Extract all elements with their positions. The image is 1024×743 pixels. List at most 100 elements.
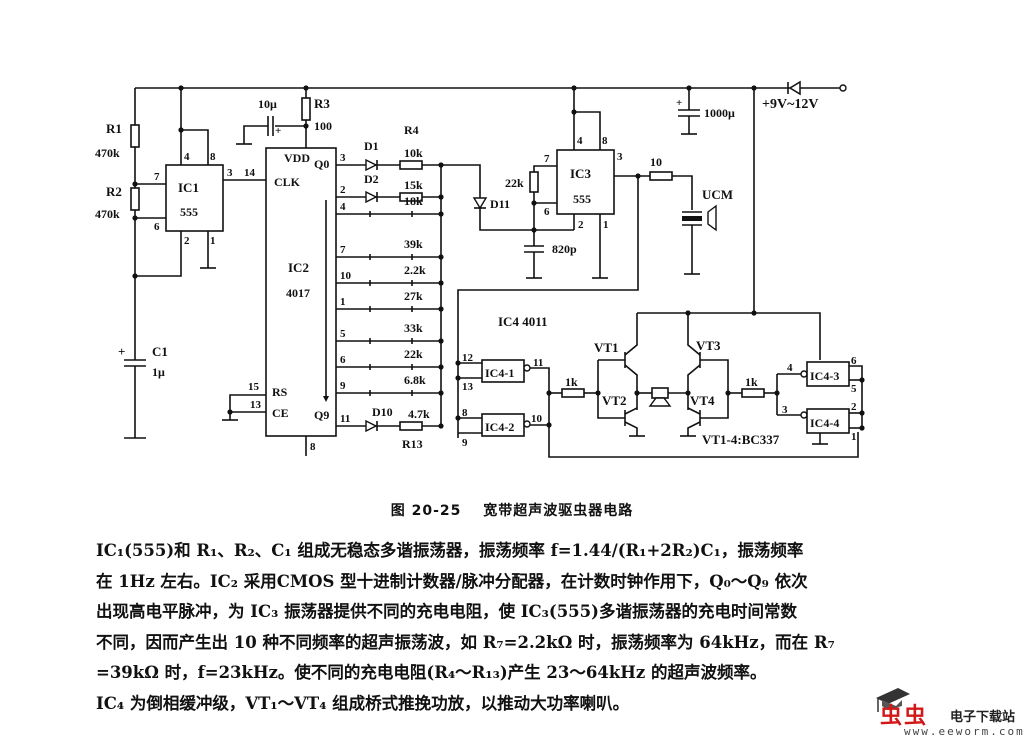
svg-text:15: 15 [248,381,260,393]
svg-text:14: 14 [244,167,256,179]
pin-label: 3 [340,152,346,164]
resistor-value: 15k [404,178,423,192]
transistor-note: VT1-4:BC337 [702,432,780,447]
text-line: IC₁(555)和 R₁、R₂、C₁ 组成无稳态多谐振荡器，振荡频率 f=1.4… [96,541,804,560]
description-text: IC₁(555)和 R₁、R₂、C₁ 组成无稳态多谐振荡器，振荡频率 f=1.4… [96,536,956,719]
resistor-10ohm [649,171,673,181]
svg-text:11: 11 [533,357,543,369]
svg-text:1k: 1k [565,375,578,389]
svg-text:IC4 4011: IC4 4011 [498,314,547,329]
svg-text:R3: R3 [314,96,330,111]
pin-label: 5 [340,328,346,340]
pin-label: 6 [340,354,346,366]
resistor-value: 39k [404,237,423,251]
svg-text:IC4-3: IC4-3 [810,369,839,383]
svg-text:7: 7 [544,153,550,165]
svg-text:IC4-1: IC4-1 [485,366,514,380]
watermark-logo: 虫虫 电子下载站 www.eeworm.com [868,684,1024,743]
svg-text:D2: D2 [364,172,379,186]
watermark-name: 电子下载站 [950,710,1016,725]
svg-text:CE: CE [272,406,289,420]
svg-text:10: 10 [650,155,662,169]
ic3-555 [556,149,615,215]
text-line: IC₄ 为倒相缓冲级，VT₁～VT₄ 组成桥式推挽功放，以推动大功率喇叭。 [96,693,630,713]
svg-text:10μ: 10μ [258,97,277,111]
supply-terminal [839,84,847,92]
figure-number: 图 20-25 [390,503,462,519]
resistor-value: 2.2k [404,263,426,277]
resistor [399,160,423,170]
pin-label: 1 [340,296,346,308]
svg-text:IC4-4: IC4-4 [810,416,839,430]
svg-text:+: + [118,344,125,359]
svg-text:1k: 1k [745,375,758,389]
svg-text:C1: C1 [152,344,168,359]
svg-text:2: 2 [578,219,584,231]
text-line: 在 1Hz 左右。IC₂ 采用CMOS 型十进制计数器/脉冲分配器，在计数时钟作… [96,571,808,591]
svg-text:1: 1 [851,431,857,443]
svg-text:6: 6 [851,355,857,367]
ladder-row: 7 39k [336,237,444,260]
svg-text:8: 8 [210,151,216,163]
svg-text:Q9: Q9 [314,408,329,422]
circuit-schematic: +9V~12V R1 470k R2 470k + C1 1μ IC1 555 … [95,80,865,458]
svg-text:IC3: IC3 [570,166,591,181]
diode-icon [365,158,378,172]
svg-text:3: 3 [227,167,233,179]
svg-text:13: 13 [250,399,262,411]
svg-text:2: 2 [184,235,190,247]
svg-text:CLK: CLK [274,175,301,189]
svg-text:VT3: VT3 [696,338,721,353]
svg-text:13: 13 [462,381,474,393]
diode-icon [365,190,378,204]
svg-text:12: 12 [462,352,474,364]
gate-ic4-1 [481,359,525,383]
svg-text:Q0: Q0 [314,157,329,171]
resistor-r1 [130,124,140,148]
pin-label: 11 [340,413,350,425]
resistor-r2 [130,187,140,211]
ladder-row: 9 6.8k [336,373,444,396]
text-line: =39kΩ 时，f=23kHz。使不同的充电电阻(R₄～R₁₃)产生 23～64… [96,663,767,682]
diode-d11 [472,197,488,210]
svg-text:555: 555 [180,205,198,219]
svg-text:1: 1 [210,235,216,247]
svg-text:9: 9 [462,437,468,449]
pin-label: 4 [340,201,346,213]
pin-label: 9 [340,380,346,392]
ladder-row: 2 15k [336,178,444,204]
svg-text:3: 3 [617,151,623,163]
text-line: 出现高电平脉冲，为 IC₃ 振荡器提供不同的充电电阻，使 IC₃(555)多谐振… [96,602,797,621]
resistor-1k-b [741,388,765,398]
loudspeaker-icon [651,387,669,399]
resistor-value: 10k [404,146,423,160]
resistor [399,421,423,431]
pin-label: 2 [340,184,346,196]
resistor-value: 6.8k [404,373,426,387]
svg-text:+: + [275,125,281,137]
svg-text:8: 8 [310,441,316,453]
svg-text:RS: RS [272,385,288,399]
svg-text:VT2: VT2 [602,393,627,408]
svg-text:UCM: UCM [702,187,733,202]
pin-label: 7 [340,244,346,256]
svg-text:10: 10 [531,413,543,425]
svg-text:8: 8 [602,135,608,147]
svg-text:R2: R2 [106,184,122,199]
resistor-1k-a [561,388,585,398]
svg-text:820p: 820p [552,242,577,256]
svg-text:3: 3 [782,404,788,416]
svg-text:8: 8 [462,407,468,419]
svg-text:2: 2 [851,401,857,413]
svg-text:VDD: VDD [284,151,310,165]
svg-text:D1: D1 [364,139,379,153]
svg-text:4017: 4017 [286,286,310,300]
svg-text:VT1: VT1 [594,340,619,355]
diode-icon [365,419,378,433]
